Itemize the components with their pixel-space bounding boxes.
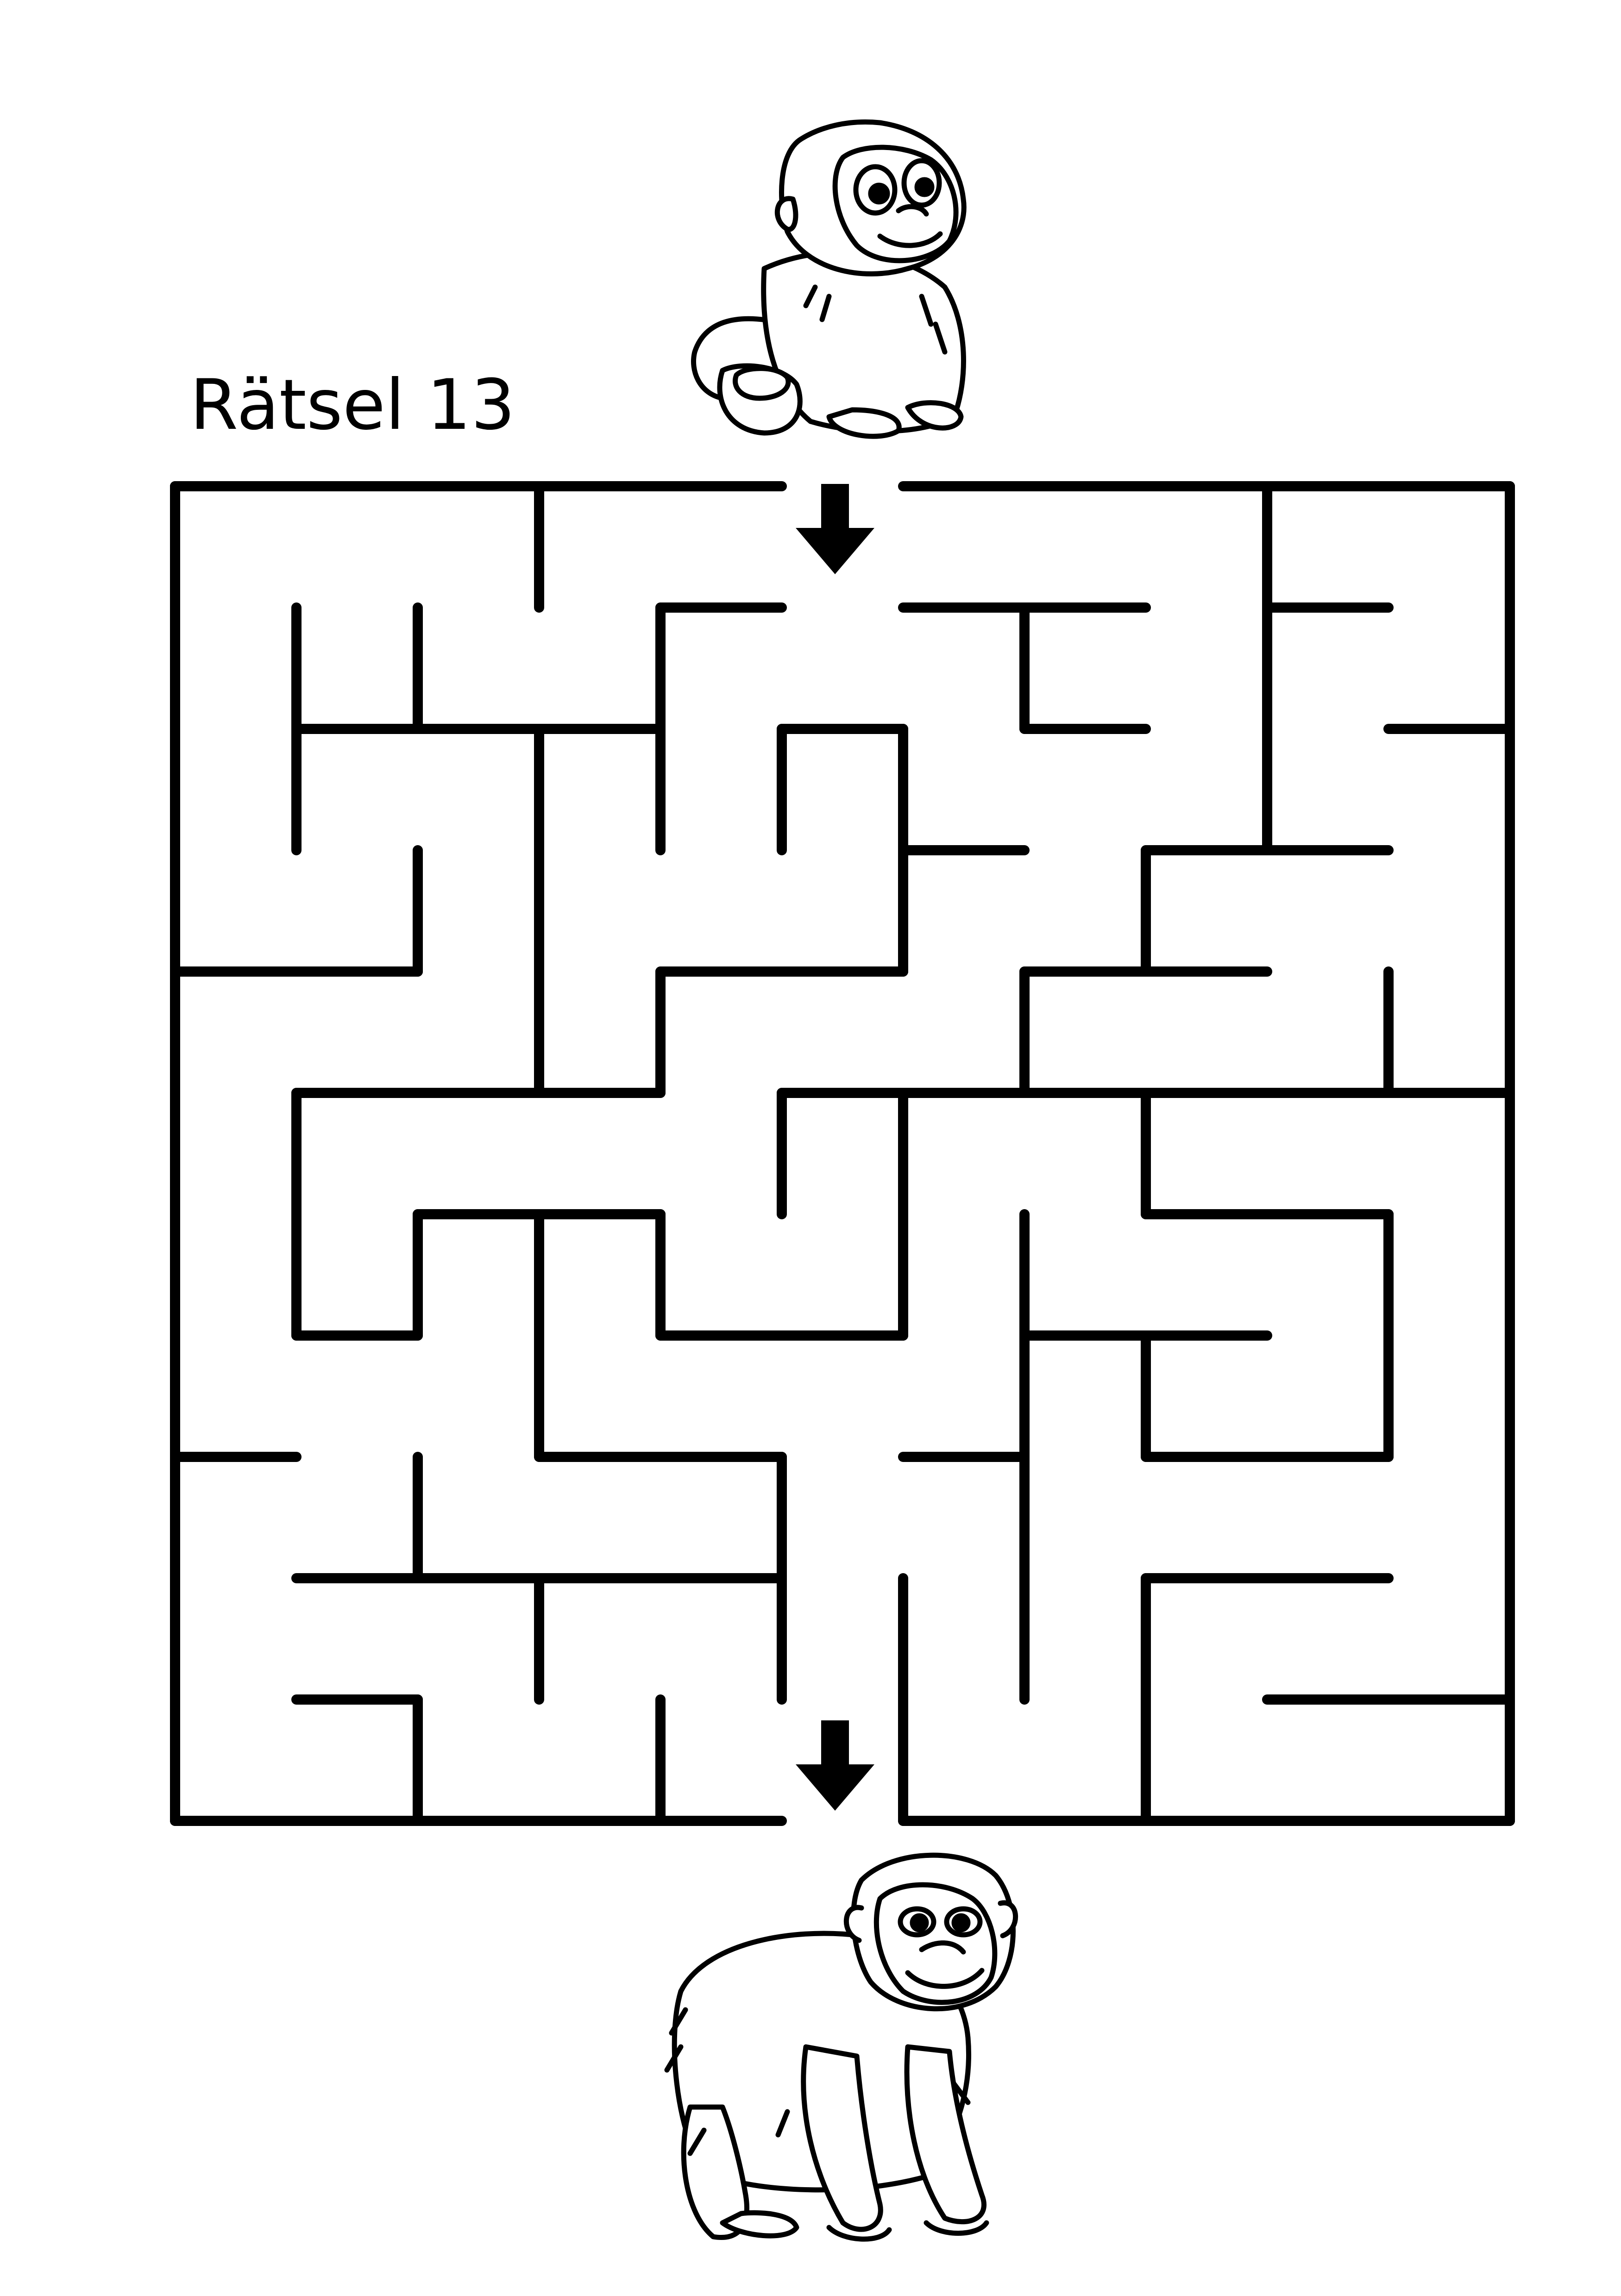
puzzle-title: Rätsel 13: [190, 365, 515, 445]
baby-gorilla-illustration: [691, 119, 967, 439]
arrow-down-icon: [796, 1720, 874, 1811]
adult-gorilla-illustration: [664, 1852, 1018, 2242]
arrow-down-icon: [796, 484, 874, 574]
maze-walls: [170, 481, 1515, 1826]
